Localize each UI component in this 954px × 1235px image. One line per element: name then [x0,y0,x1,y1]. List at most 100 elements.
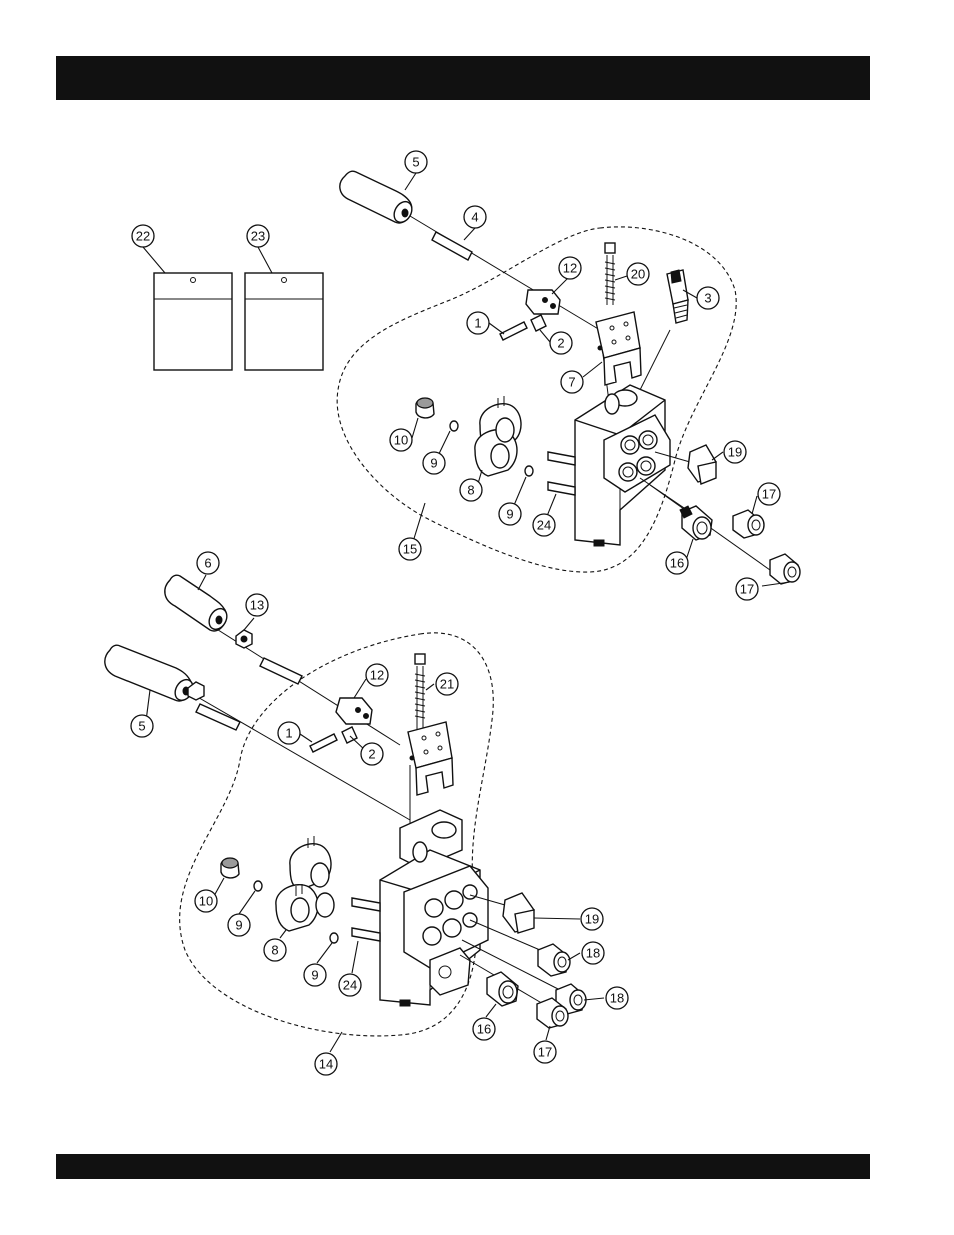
svg-text:24: 24 [537,518,551,533]
bolt [605,243,615,305]
callout-12: 12 [366,664,388,686]
clevis [526,290,560,314]
callout-3: 3 [697,287,719,309]
svg-text:22: 22 [136,229,150,244]
callout-13: 13 [246,594,268,616]
callout-18: 18 [582,942,604,964]
svg-text:3: 3 [704,291,711,306]
handle-rod [432,232,472,260]
callout-12: 12 [559,257,581,279]
callout-9: 9 [304,964,326,986]
callout-19: 19 [581,908,603,930]
callout-2: 2 [550,332,572,354]
svg-text:1: 1 [474,316,481,331]
callout-10: 10 [390,429,412,451]
callout-24: 24 [533,514,555,536]
svg-text:21: 21 [440,677,454,692]
svg-text:18: 18 [586,946,600,961]
svg-text:2: 2 [557,336,564,351]
solenoid-coil [475,396,521,476]
fitting-elbow [688,445,716,484]
svg-text:6: 6 [204,556,211,571]
coil-nut [221,858,239,878]
callout-7: 7 [561,371,583,393]
fitting-connector [538,944,570,976]
valve-body [548,385,670,546]
handle-rod [196,704,240,730]
svg-text:10: 10 [394,433,408,448]
svg-text:15: 15 [403,542,417,557]
svg-text:17: 17 [740,582,754,597]
o-ring [525,466,533,476]
callout-5: 5 [131,715,153,737]
callout-20: 20 [627,263,649,285]
callout-22: 22 [132,225,154,247]
svg-text:18: 18 [610,991,624,1006]
solenoid-coil [276,836,334,931]
svg-text:17: 17 [538,1045,552,1060]
svg-text:9: 9 [235,918,242,933]
clevis [336,698,372,724]
svg-text:12: 12 [563,261,577,276]
callout-23: 23 [247,225,269,247]
bracket [408,722,453,795]
jam-nut [236,630,252,648]
callout-9: 9 [499,503,521,525]
svg-text:10: 10 [199,894,213,909]
callout-1: 1 [278,722,300,744]
svg-text:7: 7 [568,375,575,390]
svg-text:16: 16 [477,1022,491,1037]
callout-15: 15 [399,538,421,560]
decal-23 [245,273,323,370]
callout-16: 16 [473,1018,495,1040]
o-ring [254,881,262,891]
svg-text:13: 13 [250,598,264,613]
footer-bar [56,1154,870,1179]
fitting-adapter [680,506,712,540]
callout-18: 18 [606,987,628,1009]
svg-text:5: 5 [412,155,419,170]
callout-2: 2 [361,743,383,765]
callout-4: 4 [464,206,486,228]
fitting-adapter [487,972,518,1006]
svg-text:12: 12 [370,668,384,683]
svg-text:4: 4 [471,210,478,225]
callout-24: 24 [339,974,361,996]
handle-rod [260,658,302,684]
callout-14: 14 [315,1053,337,1075]
svg-text:9: 9 [506,507,513,522]
pin [531,315,546,331]
callout-17: 17 [758,483,780,505]
svg-text:8: 8 [467,483,474,498]
svg-text:5: 5 [138,719,145,734]
svg-text:19: 19 [585,912,599,927]
svg-text:1: 1 [285,726,292,741]
bracket [596,312,641,385]
valve-body [352,810,488,1006]
bolt [415,654,425,730]
svg-text:16: 16 [670,556,684,571]
svg-text:20: 20 [631,267,645,282]
pin [310,734,337,752]
svg-text:9: 9 [430,456,437,471]
callout-8: 8 [264,939,286,961]
pin [500,322,527,340]
svg-text:23: 23 [251,229,265,244]
callout-16: 16 [666,552,688,574]
fitting-connector [770,554,800,584]
callout-19: 19 [724,441,746,463]
handle-knob [340,171,416,225]
fitting-elbow [503,893,534,933]
relief-valve [667,270,688,323]
svg-text:19: 19 [728,445,742,460]
svg-text:9: 9 [311,968,318,983]
svg-text:14: 14 [319,1057,333,1072]
callout-5: 5 [405,151,427,173]
fitting-connector [733,510,764,538]
handle-knob [105,645,197,703]
callout-9: 9 [423,452,445,474]
svg-text:24: 24 [343,978,357,993]
handle-knob [165,575,231,632]
callout-8: 8 [460,479,482,501]
